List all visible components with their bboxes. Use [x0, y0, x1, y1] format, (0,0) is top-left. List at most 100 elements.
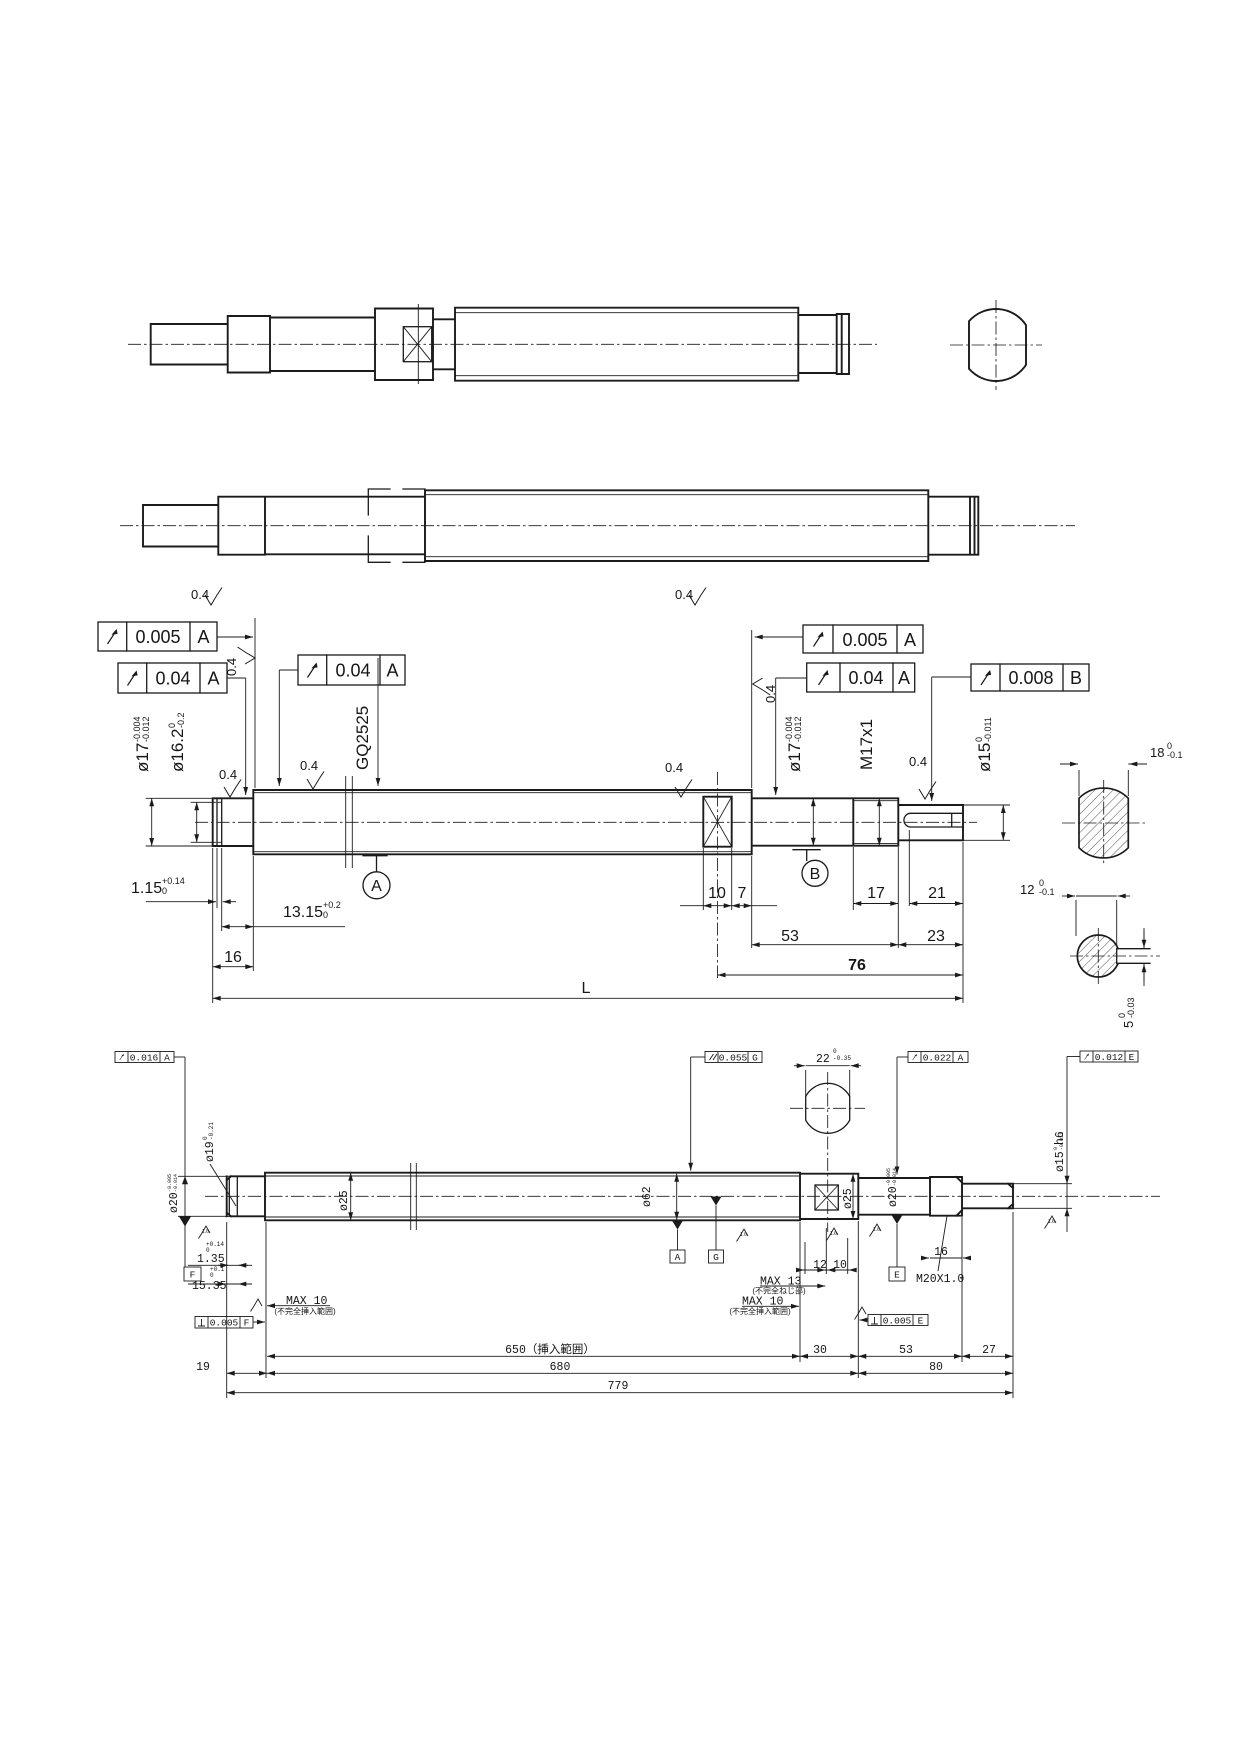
dim-1-35-up: +0.14	[206, 1241, 224, 1248]
circular-runout-icon	[306, 661, 319, 679]
fcf-datum: A	[197, 627, 209, 647]
circular-runout-icon	[126, 669, 139, 687]
dim-L: L	[582, 980, 591, 997]
label-dia19: ø19 0 -0.21	[202, 1122, 217, 1162]
fcf-value: 0.005	[135, 627, 180, 647]
label-dia16-2: ø16.2 0 -0.2	[167, 712, 187, 772]
dim-80: 80	[929, 1361, 943, 1374]
dim-1-15: 1.15	[131, 880, 162, 897]
dia17-left: ø17	[133, 743, 152, 772]
fcf-mid-l1: 0.005 A	[97, 621, 218, 652]
label-dia20-right: ø20 -0.005 -0.014	[886, 1168, 900, 1207]
datum-g-label: G	[713, 1252, 719, 1263]
dia15: ø15	[975, 743, 994, 772]
roughness-16: 1.6	[873, 1227, 880, 1233]
dim-76: 76	[848, 957, 866, 974]
fcf-value: 0.012	[1095, 1052, 1124, 1063]
fcf-datum: B	[1070, 668, 1082, 688]
fcf-datum: A	[164, 1053, 170, 1064]
dia20-low: -0.014	[892, 1168, 898, 1186]
bottom-detail-view: 22 0 -0.35 F A G E 0.016 A 0.055 G 0.022…	[114, 1048, 1160, 1398]
roughness-16: 1.6	[740, 1232, 747, 1238]
label-dia20-left: ø20 -0.005 -0.014	[167, 1174, 181, 1213]
dia20: ø20	[168, 1192, 181, 1213]
fcf-value: 0.04	[335, 661, 370, 681]
dim-13-15-low: 0	[323, 910, 328, 920]
dim-17: 17	[867, 885, 885, 902]
parallelism-icon	[709, 1053, 718, 1061]
m20-thread: M20X1.0	[916, 1273, 964, 1286]
label-dia25-left: ø25	[338, 1190, 351, 1211]
dia19-up: 0	[202, 1136, 209, 1140]
top-view-shaft-1	[128, 300, 1042, 390]
section-circle-22: 22 0 -0.35	[790, 1048, 865, 1134]
dia17-tol-low: -0.012	[141, 716, 151, 742]
dia20-up: -0.005	[886, 1168, 892, 1186]
dim-18-low: -0.1	[1167, 750, 1183, 760]
label-5-003: 5 0 -0.03	[1117, 997, 1136, 1028]
dim-12: 12	[1020, 882, 1034, 897]
max10-left: MAX 10	[286, 1295, 328, 1308]
nut-phantom-outline	[367, 488, 426, 563]
section-view-keyway: 12 0 -0.1 5 0 -0.03	[1020, 878, 1160, 1028]
max13: MAX 13	[760, 1276, 802, 1289]
datum-f-label: F	[190, 1270, 196, 1281]
datum-balloon-A: A	[362, 855, 391, 900]
datum-balloon-a-label: A	[371, 878, 382, 895]
fcf-datum: E	[1129, 1052, 1135, 1063]
dim-22: 22	[816, 1053, 830, 1066]
dia15-h6: ø15	[1054, 1151, 1067, 1172]
bearing-symbol	[402, 326, 433, 363]
dim-16: 16	[224, 949, 242, 966]
dim-12-up: 0	[1039, 878, 1044, 888]
dim-21: 21	[928, 885, 946, 902]
label-dia25-right: ø25	[842, 1188, 855, 1209]
perpendicularity-icon	[871, 1317, 878, 1325]
surface-marks-small: 1.6 1.6 1.6 1.6 1.6	[198, 1215, 1057, 1320]
dia62: ø62	[641, 1186, 654, 1207]
fcf-mid-r3: 0.008 B	[970, 663, 1090, 692]
datum-balloon-B: B	[792, 849, 829, 887]
dim-650: 650（挿入範囲）	[505, 1342, 595, 1357]
circular-runout-icon	[119, 1053, 125, 1061]
max13-note: (不完全ねじ部)	[752, 1286, 806, 1296]
dia20-low: -0.014	[173, 1174, 179, 1192]
dim-7: 7	[738, 885, 747, 902]
dimension-lines	[146, 658, 1006, 1001]
circular-runout-icon	[812, 630, 825, 648]
dim-27: 27	[982, 1344, 996, 1357]
fcf-value: 0.005	[210, 1318, 239, 1329]
thread-spec: GQ2525	[353, 706, 372, 770]
roughness-04: 0.4	[763, 685, 778, 703]
dia17-tol-up: -0.004	[784, 716, 794, 742]
datum-box-F: F	[183, 1266, 202, 1282]
dim-22-low: -0.35	[833, 1055, 851, 1062]
dim-13-15: 13.15	[283, 904, 323, 921]
dia15-tol-low: -0.011	[983, 717, 993, 742]
dia25-left: ø25	[338, 1190, 351, 1211]
dim-5-up: 0	[1117, 1013, 1127, 1018]
dim-15-35-up: +0.1	[210, 1266, 225, 1273]
circular-runout-icon	[817, 669, 830, 686]
circular-runout-icon	[1084, 1053, 1090, 1060]
dim-53: 53	[781, 928, 799, 945]
datum-balloon-b-label: B	[810, 866, 821, 883]
dia16-2-tol-low: -0.2	[176, 712, 186, 728]
dim-680: 680	[550, 1361, 571, 1374]
dim-10b: 10	[833, 1259, 847, 1272]
dim-12-low: -0.1	[1039, 887, 1055, 897]
middle-detail-view: A B 0.005 A 0.04 A 0.04 A 0.005 A 0.04 A…	[97, 587, 1183, 1028]
m17-thread: M17x1	[857, 719, 876, 770]
dim-12b: 12	[813, 1259, 827, 1272]
dia17-tol-up: -0.004	[132, 716, 142, 742]
fcf-datum: A	[386, 661, 398, 681]
fcf-value: 0.04	[155, 669, 190, 689]
fcf-mid-l2: 0.04 A	[117, 662, 228, 694]
end-section-circle	[950, 300, 1042, 390]
dia15-h6-fit: h6	[1054, 1131, 1067, 1145]
circular-runout-icon	[106, 628, 119, 645]
perpendicularity-icon	[198, 1319, 205, 1327]
dim-15-35: 15.35	[192, 1280, 227, 1293]
fcf-bot-4: 0.012 E	[1079, 1050, 1139, 1063]
dia17-right: ø17	[785, 743, 804, 772]
